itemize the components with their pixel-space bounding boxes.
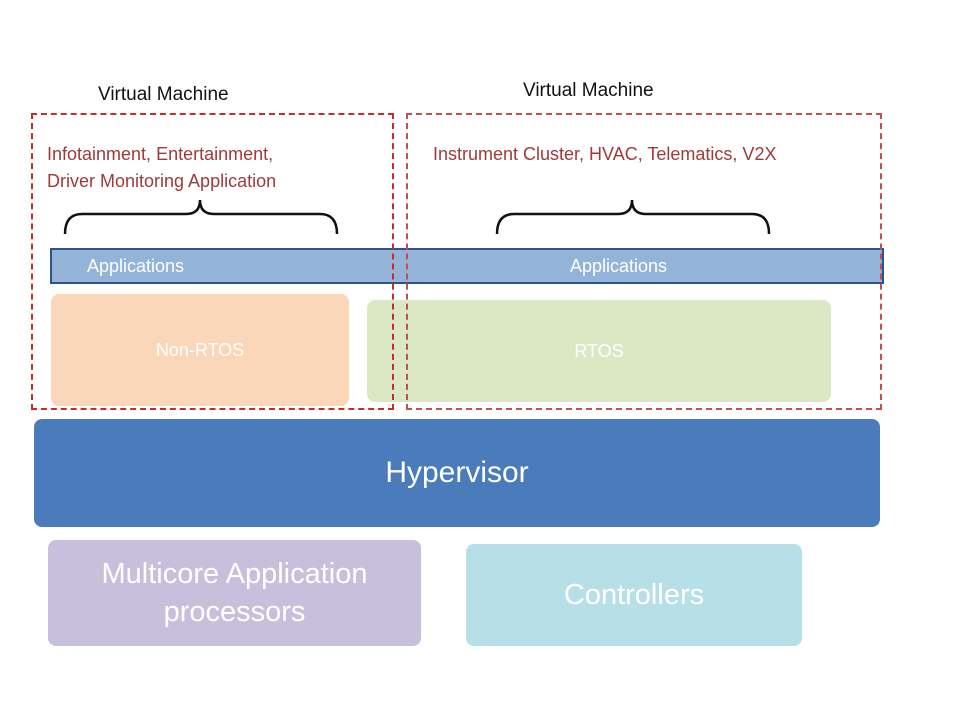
vm-right-description: Instrument Cluster, HVAC, Telematics, V2…	[433, 144, 777, 164]
rtos-label: RTOS	[574, 340, 624, 361]
vm-right-box	[406, 113, 882, 410]
vm-left-applications-label: Applications	[87, 256, 185, 276]
multicore-processors-block: Multicore Application processors	[48, 540, 421, 646]
hypervisor-block: Hypervisor	[34, 419, 880, 527]
vm-left-description-line1: Infotainment, Entertainment,	[47, 144, 274, 164]
non-rtos-label: Non-RTOS	[155, 339, 245, 360]
rtos-block: RTOS	[367, 300, 831, 402]
multicore-label-line1: Multicore Application	[101, 558, 368, 590]
controllers-block: Controllers	[466, 544, 802, 646]
multicore-label-line2: processors	[163, 596, 306, 628]
applications-bar	[50, 248, 884, 284]
non-rtos-block: Non-RTOS	[51, 294, 349, 406]
controllers-label: Controllers	[563, 578, 705, 611]
vm-left-title: Virtual Machine	[98, 84, 229, 105]
vm-left-description-line2: Driver Monitoring Application	[47, 171, 277, 191]
vm-right-brace-icon	[495, 199, 771, 235]
hypervisor-label: Hypervisor	[385, 456, 529, 489]
vm-right-applications-label: Applications	[570, 256, 668, 276]
vm-left-brace-icon	[63, 199, 339, 235]
vm-left-box	[31, 113, 394, 410]
vm-left-description: Infotainment, Entertainment, Driver Moni…	[47, 141, 276, 195]
vm-right-title: Virtual Machine	[523, 80, 654, 101]
